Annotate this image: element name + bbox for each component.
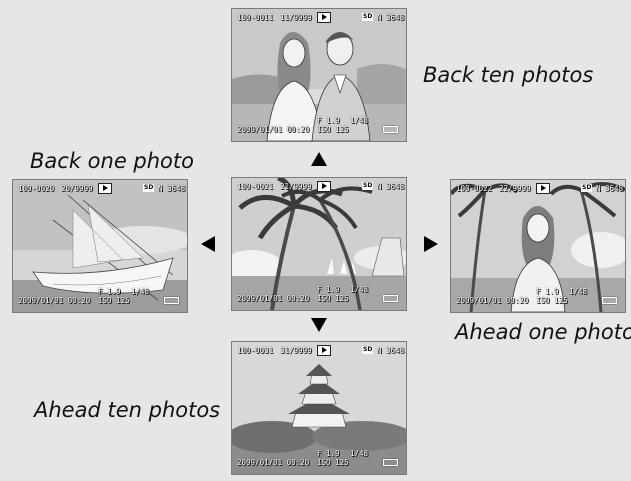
quality-size: N 3648: [158, 185, 185, 193]
aperture-value: F 1.9: [536, 288, 559, 296]
frame-count: 20/9999: [61, 185, 93, 193]
aperture-value: F 1.9: [317, 450, 340, 458]
caption-back-one: Back one photo: [30, 149, 194, 173]
shutter-speed: 1/48: [569, 288, 587, 296]
aperture-value: F 1.9: [317, 117, 340, 125]
sd-card-icon: SD: [362, 182, 373, 190]
photo-frame-ahead-ten: 100-0031 31/9999 SD N 3648 F 1.9 1/48 IS…: [231, 341, 407, 475]
battery-icon: [602, 297, 617, 304]
triangle-right-icon: [424, 236, 438, 252]
file-number: 100-0020: [18, 185, 54, 193]
quality-size: N 3648: [377, 183, 404, 191]
playback-icon: [98, 183, 112, 194]
iso-value: ISO 125: [317, 459, 349, 467]
frame-count: 21/9999: [280, 183, 312, 191]
aperture-value: F 1.9: [98, 288, 121, 296]
playback-icon: [317, 12, 331, 23]
file-number: 100-0022: [456, 185, 492, 193]
date-time: 2009/01/01 00:20: [237, 295, 309, 303]
file-number: 100-0021: [237, 183, 273, 191]
caption-ahead-ten: Ahead ten photos: [34, 398, 220, 422]
triangle-left-icon: [201, 236, 215, 252]
sd-card-icon: SD: [143, 184, 154, 192]
frame-count: 31/9999: [280, 347, 312, 355]
file-number: 100-0031: [237, 347, 273, 355]
battery-icon: [164, 297, 179, 304]
sd-card-icon: SD: [362, 346, 373, 354]
photo-frame-current: 100-0021 21/9999 SD N 3648 F 1.9 1/48 IS…: [231, 177, 407, 311]
sd-card-icon: SD: [581, 184, 592, 192]
playback-icon: [317, 345, 331, 356]
playback-icon: [317, 181, 331, 192]
battery-icon: [383, 459, 398, 466]
shutter-speed: 1/48: [350, 450, 368, 458]
shutter-speed: 1/48: [350, 286, 368, 294]
battery-icon: [383, 295, 398, 302]
iso-value: ISO 125: [536, 297, 568, 305]
date-time: 2009/01/01 00:20: [456, 297, 528, 305]
playback-icon: [536, 183, 550, 194]
iso-value: ISO 125: [317, 295, 349, 303]
triangle-down-icon: [311, 318, 327, 332]
shutter-speed: 1/48: [131, 288, 149, 296]
caption-ahead-one: Ahead one photo: [455, 320, 631, 344]
quality-size: N 3648: [377, 14, 404, 22]
photo-frame-back-one: 100-0020 20/9999 SD N 3648 F 1.9 1/48 IS…: [12, 179, 188, 313]
quality-size: N 3648: [377, 347, 404, 355]
iso-value: ISO 125: [98, 297, 130, 305]
file-number: 100-0011: [237, 14, 273, 22]
frame-count: 11/9999: [280, 14, 312, 22]
shutter-speed: 1/48: [350, 117, 368, 125]
caption-back-ten: Back ten photos: [423, 63, 593, 87]
date-time: 2009/01/01 00:20: [237, 459, 309, 467]
date-time: 2009/01/01 00:20: [237, 126, 309, 134]
frame-count: 22/9999: [499, 185, 531, 193]
aperture-value: F 1.9: [317, 286, 340, 294]
photo-frame-back-ten: 100-0011 11/9999 SD N 3648 F 1.9 1/48 IS…: [231, 8, 407, 142]
photo-frame-ahead-one: 100-0022 22/9999 SD N 3648 F 1.9 1/48 IS…: [450, 179, 626, 313]
triangle-up-icon: [311, 152, 327, 166]
quality-size: N 3648: [596, 185, 623, 193]
date-time: 2009/01/01 00:20: [18, 297, 90, 305]
iso-value: ISO 125: [317, 126, 349, 134]
sd-card-icon: SD: [362, 13, 373, 21]
battery-icon: [383, 126, 398, 133]
